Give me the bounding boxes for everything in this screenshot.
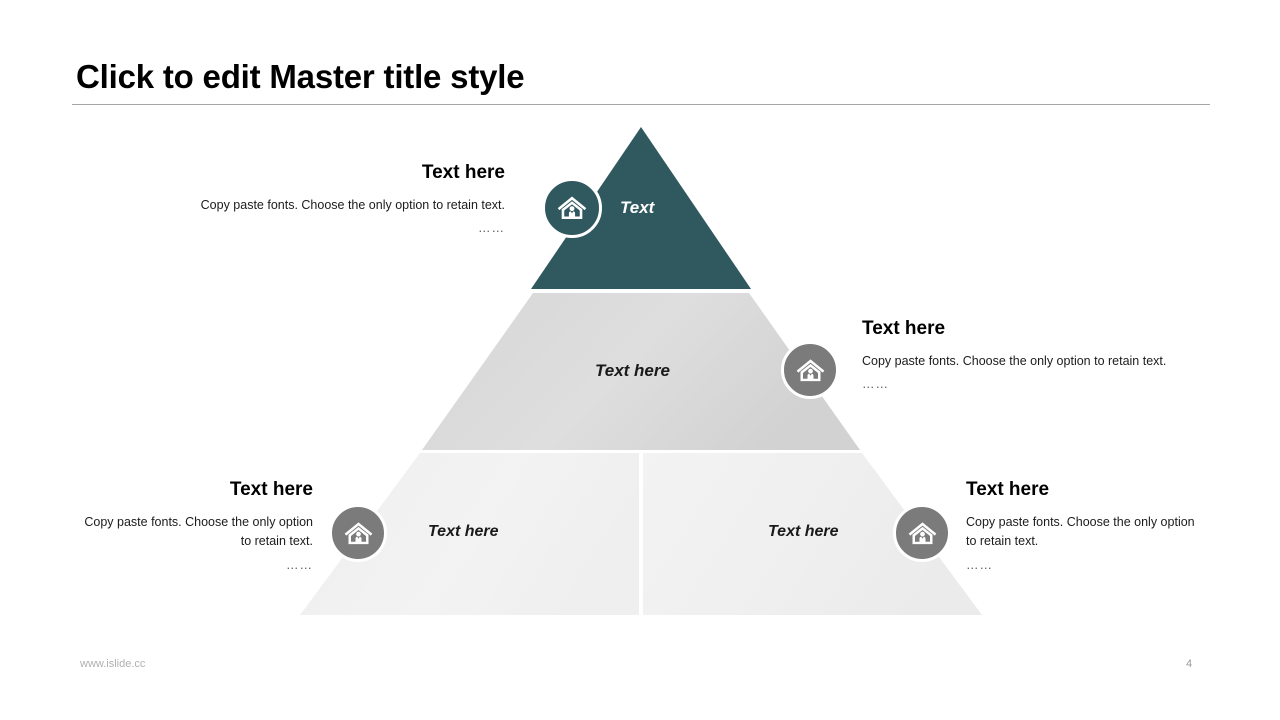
pyramid-tier-2-label[interactable]: Text here — [595, 361, 670, 380]
callout-ellipsis[interactable]: …… — [478, 221, 505, 236]
house-person-icon — [794, 354, 827, 387]
page-number: 4 — [1186, 658, 1193, 670]
callout-heading[interactable]: Text here — [421, 162, 505, 183]
pyramid-tier-3-right-label[interactable]: Text here — [768, 523, 839, 540]
callout-heading[interactable]: Text here — [862, 318, 946, 339]
callout-ellipsis[interactable]: …… — [966, 557, 993, 572]
callout-ellipsis[interactable]: …… — [286, 557, 313, 572]
tier-2-icon-badge[interactable] — [781, 341, 839, 399]
house-person-icon — [342, 517, 375, 550]
pyramid-tier-3-left-label[interactable]: Text here — [428, 523, 499, 540]
house-person-icon — [555, 191, 589, 225]
callout-middle-right: Text here Copy paste fonts. Choose the o… — [862, 318, 1192, 391]
callout-body[interactable]: Copy paste fonts. Choose the only option… — [966, 514, 1195, 549]
callout-heading[interactable]: Text here — [229, 479, 313, 500]
pyramid-tier-1-label[interactable]: Text — [620, 198, 655, 217]
tier-1-icon-badge[interactable] — [542, 178, 602, 238]
footer-url[interactable]: www.islide.cc — [80, 658, 146, 670]
callout-top-left: Text here Copy paste fonts. Choose the o… — [200, 162, 505, 235]
callout-bottom-right: Text here Copy paste fonts. Choose the o… — [966, 479, 1198, 572]
tier-3-left-icon-badge[interactable] — [329, 504, 387, 562]
callout-heading[interactable]: Text here — [966, 479, 1050, 500]
tier-3-right-icon-badge[interactable] — [893, 504, 951, 562]
callout-body[interactable]: Copy paste fonts. Choose the only option… — [84, 514, 313, 549]
page-title[interactable]: Click to edit Master title style — [76, 58, 525, 95]
house-person-icon — [906, 517, 939, 550]
callout-body[interactable]: Copy paste fonts. Choose the only option… — [200, 197, 505, 212]
title-divider — [72, 104, 1210, 105]
callout-ellipsis[interactable]: …… — [862, 377, 889, 392]
callout-body[interactable]: Copy paste fonts. Choose the only option… — [862, 353, 1167, 368]
callout-bottom-left: Text here Copy paste fonts. Choose the o… — [82, 479, 313, 572]
